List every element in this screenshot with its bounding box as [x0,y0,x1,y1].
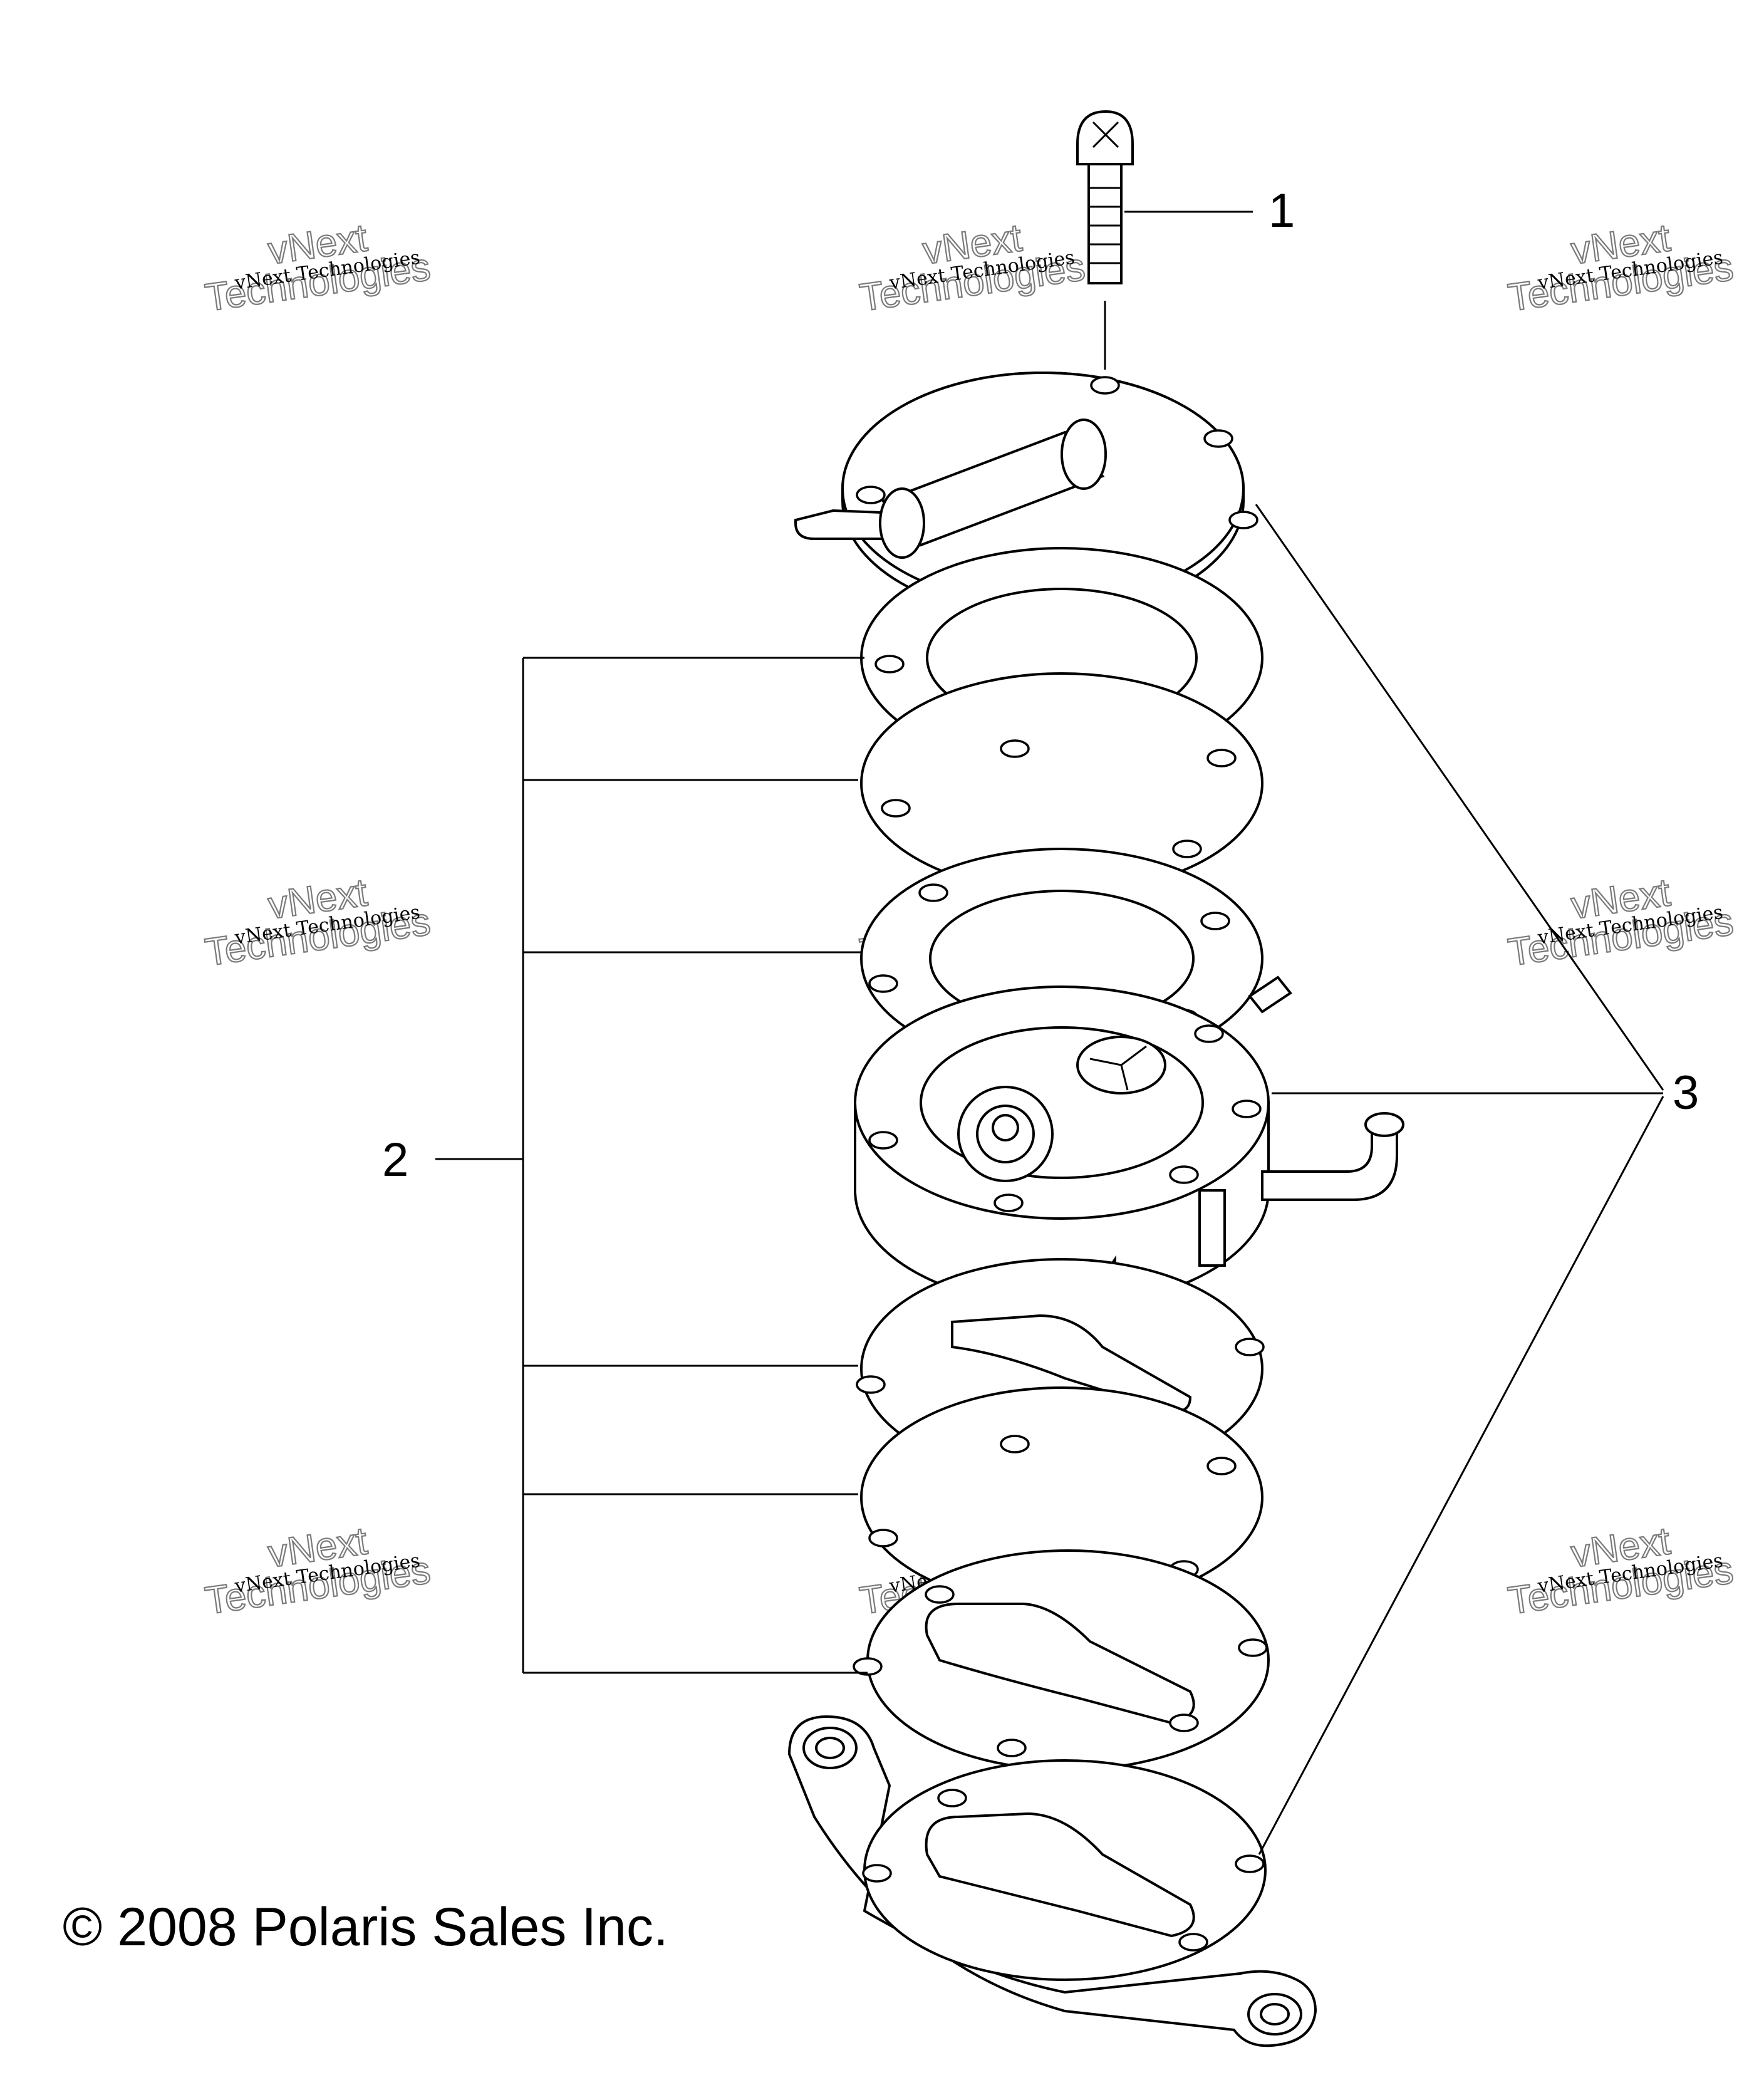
pump-base-plate [787,1715,1317,2047]
callout-1: 1 [1269,184,1295,237]
pump-top-cover [794,372,1258,618]
callout-3-leaders [1255,504,1664,1855]
callout-2: 2 [382,1133,408,1187]
callout-3: 3 [1673,1066,1699,1120]
callout-2-bracket [435,657,868,1674]
copyright-text: © 2008 Polaris Sales Inc. [63,1897,668,1957]
gasket-channel-2 [853,1549,1270,1771]
pump-body [854,975,1404,1312]
screw-part [1076,110,1134,284]
